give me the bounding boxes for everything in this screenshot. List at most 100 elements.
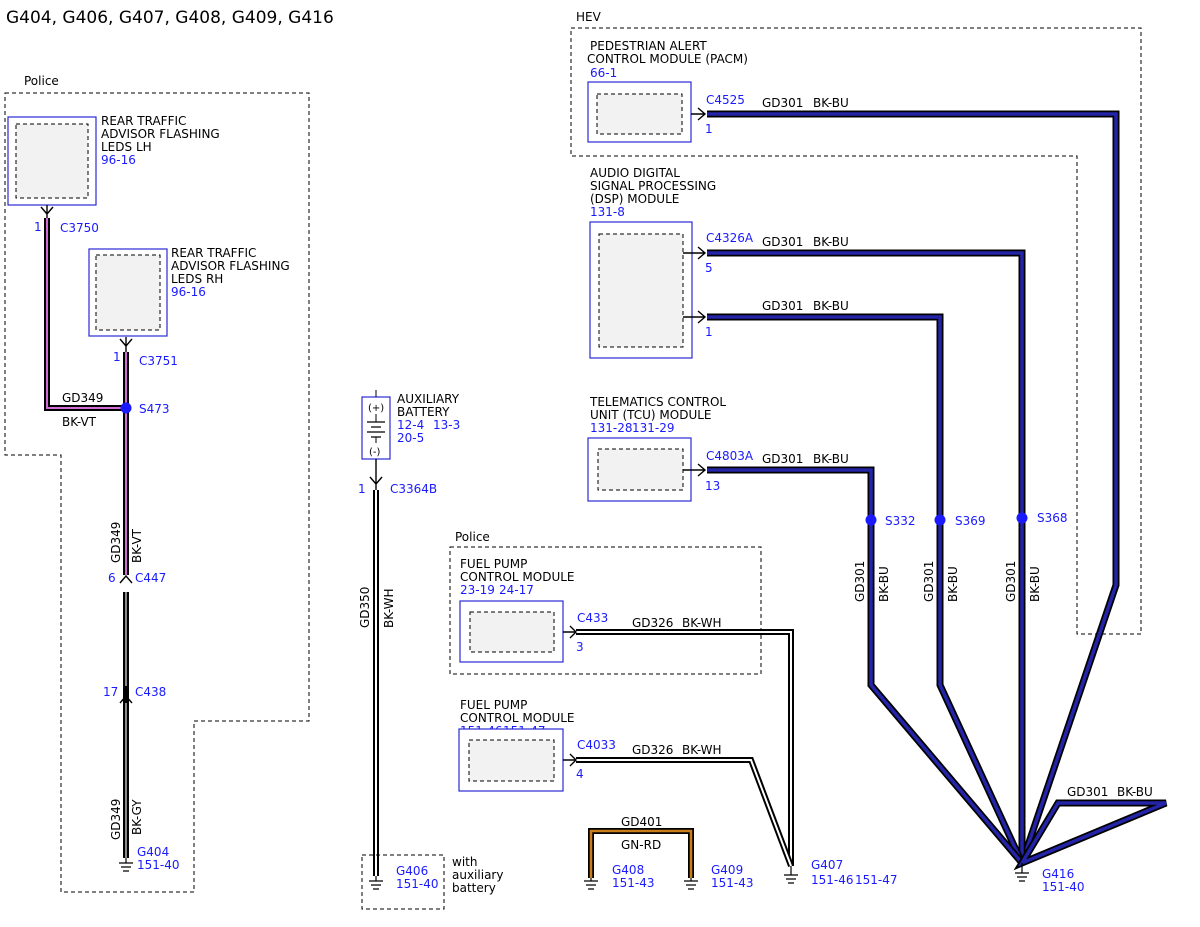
rtaf-lh-ref[interactable]: 96-16 xyxy=(101,153,136,167)
rear-traffic-advisor-rh-module[interactable] xyxy=(88,248,168,337)
splice-s368[interactable] xyxy=(1016,512,1028,524)
splice-s332[interactable] xyxy=(865,514,877,526)
tcu-ref-1[interactable]: 131-28 xyxy=(590,421,633,435)
fuel-pump-control-module-2[interactable] xyxy=(458,728,564,792)
pacm-ref[interactable]: 66-1 xyxy=(590,66,617,80)
aux-note-2: auxiliary xyxy=(452,868,503,882)
g416-label[interactable]: G416 xyxy=(1042,867,1074,881)
c4326a-label[interactable]: C4326A xyxy=(706,231,754,245)
rear-traffic-advisor-lh-module[interactable] xyxy=(7,116,97,206)
rtaf-lh-label-2: ADVISOR FLASHING xyxy=(101,127,220,141)
aux-battery-ref-2[interactable]: 13-3 xyxy=(433,418,460,432)
pacm-label-2: CONTROL MODULE (PACM) xyxy=(587,52,748,66)
wire-gd301-tcu[interactable] xyxy=(707,466,1025,866)
g408-ground-icon xyxy=(584,878,598,890)
auxiliary-battery[interactable]: (+) (-) xyxy=(361,396,391,460)
c3751-label[interactable]: C3751 xyxy=(139,354,178,368)
g408-ref[interactable]: 151-43 xyxy=(612,876,655,890)
c3750-connector-icon xyxy=(40,205,54,218)
aux-battery-ref-1[interactable]: 12-4 xyxy=(397,418,424,432)
g406-label[interactable]: G406 xyxy=(396,864,428,878)
g407-ref-2[interactable]: 151-47 xyxy=(855,873,898,887)
tcu-ref-2[interactable]: 131-29 xyxy=(632,421,675,435)
c4033-connector-icon xyxy=(563,753,577,767)
gd301-label-tcu: GD301 xyxy=(762,452,803,466)
wire-gd301-dsp-5[interactable] xyxy=(707,249,1026,863)
g407-label[interactable]: G407 xyxy=(811,858,843,872)
rtaf-lh-label-3: LEDS LH xyxy=(101,140,152,154)
gn-rd-label: GN-RD xyxy=(621,838,661,852)
s369-label[interactable]: S369 xyxy=(955,514,986,528)
c4803a-connector-icon xyxy=(683,463,707,477)
bk-bu-label-tcu: BK-BU xyxy=(813,452,849,466)
aux-note-1: with xyxy=(452,855,477,869)
fpcm1-ref-1[interactable]: 23-19 xyxy=(460,583,495,597)
g409-label[interactable]: G409 xyxy=(711,863,743,877)
tcu-module[interactable] xyxy=(587,437,692,502)
c3750-label[interactable]: C3750 xyxy=(60,221,99,235)
wire-gd301-dsp-1[interactable] xyxy=(707,313,1026,865)
g404-ref[interactable]: 151-40 xyxy=(137,858,180,872)
dsp-label-1: AUDIO DIGITAL xyxy=(590,166,680,180)
aux-battery-label-1: AUXILIARY xyxy=(397,392,460,406)
wire-gd401[interactable] xyxy=(588,828,694,878)
dsp-label-2: SIGNAL PROCESSING xyxy=(590,179,716,193)
wire-gd301-pacm[interactable] xyxy=(707,110,1120,865)
bk-vt-label-vertical: BK-VT xyxy=(130,528,144,563)
c4326a-connector-icon-1 xyxy=(683,310,707,324)
tcu-label-2: UNIT (TCU) MODULE xyxy=(590,408,712,422)
bk-wh-label-gd350: BK-WH xyxy=(382,588,396,628)
c438-label[interactable]: C438 xyxy=(135,685,166,699)
c433-label[interactable]: C433 xyxy=(577,611,608,625)
tcu-label-1: TELEMATICS CONTROL xyxy=(589,395,726,409)
dsp-ref[interactable]: 131-8 xyxy=(590,205,625,219)
gd350-label: GD350 xyxy=(358,587,372,628)
c4033-label[interactable]: C4033 xyxy=(577,738,616,752)
c4326a-pin-5: 5 xyxy=(705,261,713,275)
c4803a-label[interactable]: C4803A xyxy=(706,449,754,463)
bk-wh-label-1: BK-WH xyxy=(682,616,722,630)
bk-gy-label: BK-GY xyxy=(130,799,144,835)
splice-s369[interactable] xyxy=(934,514,946,526)
c4525-pin: 1 xyxy=(705,122,713,136)
gd326-label-1: GD326 xyxy=(632,616,673,630)
g406-ground-icon xyxy=(369,876,383,890)
c447-label[interactable]: C447 xyxy=(135,571,166,585)
rtaf-rh-ref[interactable]: 96-16 xyxy=(171,285,206,299)
g409-ref[interactable]: 151-43 xyxy=(711,876,754,890)
pacm-module[interactable] xyxy=(587,81,692,143)
dsp-label-3: (DSP) MODULE xyxy=(590,192,679,206)
bk-bu-label-loop: BK-BU xyxy=(1117,785,1153,799)
s332-label[interactable]: S332 xyxy=(885,514,916,528)
wire-gd326-c433[interactable] xyxy=(576,629,794,866)
aux-battery-label-2: BATTERY xyxy=(397,405,450,419)
fuel-pump-control-module-1[interactable] xyxy=(459,600,564,663)
c3364b-label[interactable]: C3364B xyxy=(390,482,437,496)
battery-plus-label: (+) xyxy=(368,403,384,414)
g404-label[interactable]: G404 xyxy=(137,845,169,859)
g416-ref[interactable]: 151-40 xyxy=(1042,880,1085,894)
s473-label[interactable]: S473 xyxy=(139,402,170,416)
bk-vt-label-horizontal: BK-VT xyxy=(62,415,97,429)
fpcm1-ref-2[interactable]: 24-17 xyxy=(499,583,534,597)
police-region-left xyxy=(4,92,310,893)
g416-ground-icon xyxy=(1015,863,1029,882)
gd349-label-bottom: GD349 xyxy=(109,799,123,840)
page-title: G404, G406, G407, G408, G409, G416 xyxy=(6,8,334,28)
wire-gd326-c4033[interactable] xyxy=(576,757,794,868)
c4803a-pin: 13 xyxy=(705,479,720,493)
s368-label[interactable]: S368 xyxy=(1037,511,1068,525)
aux-battery-ref-3[interactable]: 20-5 xyxy=(397,431,424,445)
splice-s473[interactable] xyxy=(120,402,132,414)
g407-ref-1[interactable]: 151-46 xyxy=(811,873,854,887)
g406-ref[interactable]: 151-40 xyxy=(396,877,439,891)
c4525-connector-icon xyxy=(691,107,707,121)
g408-label[interactable]: G408 xyxy=(612,863,644,877)
gd301-label-loop: GD301 xyxy=(1067,785,1108,799)
dsp-module[interactable] xyxy=(589,221,693,359)
fpcm1-label-2: CONTROL MODULE xyxy=(460,570,575,584)
wire-gd301-loop[interactable] xyxy=(1013,799,1168,871)
c4525-label[interactable]: C4525 xyxy=(706,93,745,107)
c433-pin: 3 xyxy=(576,640,584,654)
